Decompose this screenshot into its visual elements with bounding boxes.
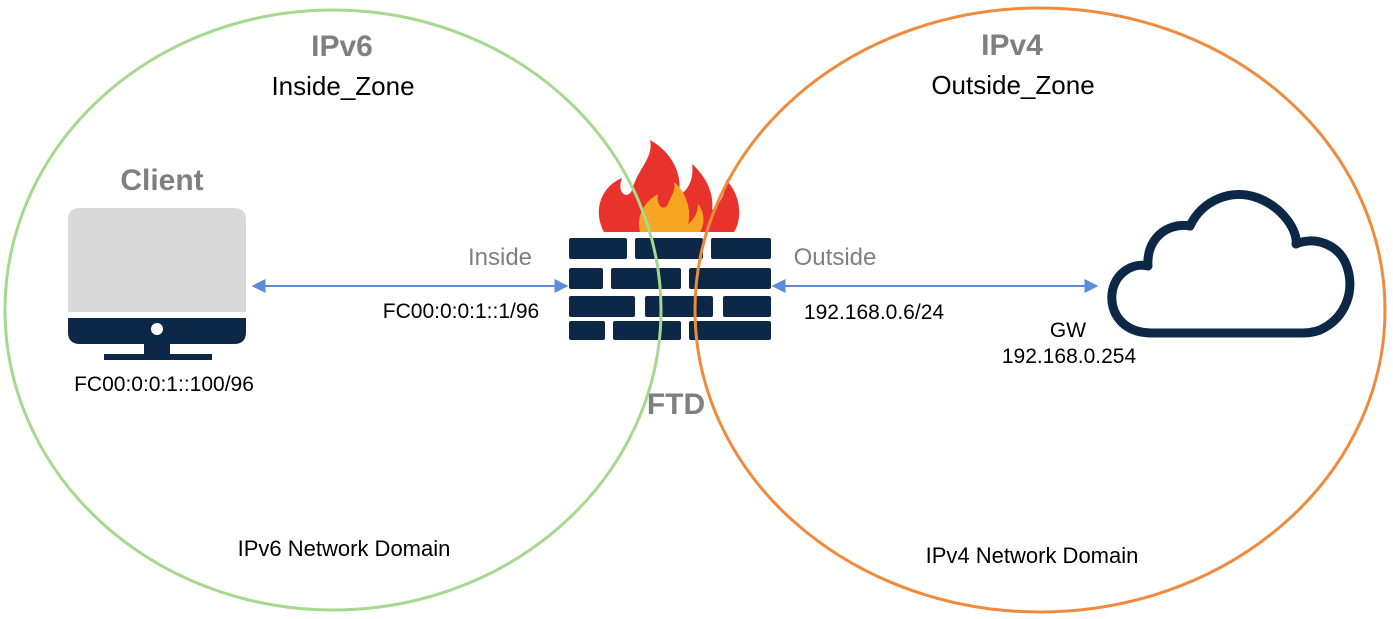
inside-zone-circle (3, 8, 663, 612)
firewall-label: FTD (647, 388, 705, 421)
outside-interface-address: 192.168.0.6/24 (804, 301, 944, 324)
inside-interface-address: FC00:0:0:1::1/96 (383, 300, 539, 323)
firewall-bricks (569, 238, 771, 340)
outside-zone-protocol: IPv4 (981, 29, 1043, 62)
inside-domain-label: IPv6 Network Domain (238, 536, 451, 561)
client-address: FC00:0:0:1::100/96 (74, 373, 254, 396)
gateway-address: 192.168.0.254 (1002, 345, 1137, 368)
gateway-label: GW (1050, 319, 1086, 342)
outside-domain-label: IPv4 Network Domain (926, 543, 1139, 568)
inside-zone-name: Inside_Zone (271, 71, 414, 101)
cloud-icon (1107, 190, 1355, 338)
outside-interface-label: Outside (794, 244, 877, 271)
inside-zone-protocol: IPv6 (311, 30, 373, 63)
client-label: Client (120, 164, 203, 197)
firewall-icon (569, 140, 771, 340)
outside-zone-name: Outside_Zone (931, 70, 1094, 100)
outside-zone-circle (693, 6, 1387, 614)
flame-icon (598, 140, 740, 232)
inside-interface-label: Inside (468, 244, 532, 271)
desktop-monitor-icon (68, 208, 246, 360)
